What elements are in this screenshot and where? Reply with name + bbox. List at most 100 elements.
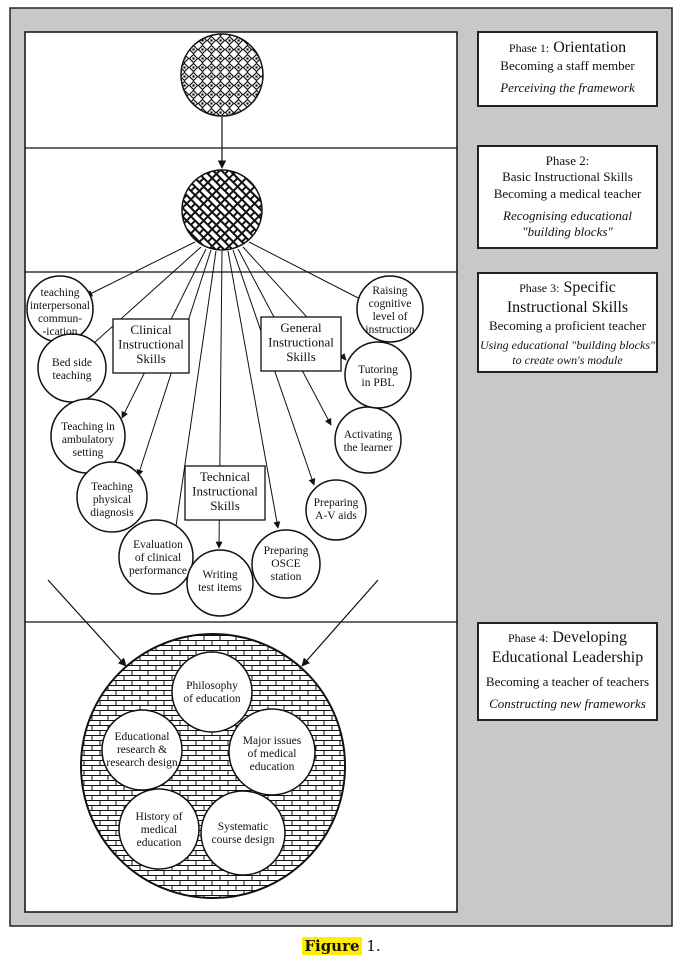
label-line: medical	[141, 824, 177, 836]
phase-2-task: Recognising educational "building blocks…	[503, 207, 632, 239]
general-group-box	[260, 316, 342, 372]
label-line: research &	[117, 744, 167, 756]
phase-3-number: Phase 3:	[519, 281, 560, 295]
label-line: A-V aids	[315, 510, 357, 522]
label-line: performance	[129, 565, 187, 577]
label-line: Teaching in	[61, 421, 115, 433]
label-line: interpersonal	[30, 300, 90, 312]
phase-3-box: Phase 3: Specific Instructional Skills B…	[477, 272, 658, 373]
skill-osce	[251, 529, 321, 599]
phase-3-name: Specific Instructional Skills	[506, 279, 629, 316]
label-line: test items	[198, 582, 242, 594]
topic-issues	[228, 708, 316, 796]
label-line: cognitive	[369, 298, 412, 310]
phase-2-box: Phase 2: Basic Instructional Skills Beco…	[477, 145, 658, 249]
phase-2-name: Basic Instructional Skills	[502, 169, 633, 185]
label-line: -ication	[42, 326, 77, 338]
label-line: Preparing	[264, 545, 309, 557]
phase-1-number: Phase 1:	[508, 41, 550, 55]
phase-1-box: Phase 1: Orientation Becoming a staff me…	[477, 31, 658, 107]
label-line: Major issues	[243, 735, 302, 747]
phase-2-number: Phase 2:	[545, 153, 590, 168]
label-line: Evaluation	[133, 539, 183, 551]
label-line: Instructional	[192, 484, 258, 499]
technical-group-box	[184, 465, 266, 521]
label-line: Bed side	[52, 357, 92, 369]
label-line: Clinical	[130, 322, 172, 337]
topic-research	[101, 709, 183, 791]
label-line: ambulatory	[62, 434, 115, 446]
caption-label: Figure	[302, 937, 362, 955]
label-line: Raising	[372, 285, 407, 297]
label-line: teaching	[53, 370, 92, 382]
label-line: the learner	[344, 442, 393, 454]
label-line: History of	[136, 811, 183, 823]
label-line: in PBL	[362, 377, 395, 389]
label-line: Philosophy	[186, 680, 238, 692]
arrow-left-to-leadership	[47, 579, 127, 667]
label-line: Teaching	[91, 481, 133, 493]
label-line: research design	[106, 757, 177, 769]
label-line: physical	[93, 494, 131, 506]
skill-writing	[186, 549, 254, 617]
label-line: education	[250, 761, 295, 773]
label-line: Instructional	[118, 337, 184, 352]
label-line: of clinical	[135, 552, 181, 564]
topic-course	[200, 790, 286, 876]
label-line: Skills	[136, 351, 166, 366]
label-line: station	[271, 571, 302, 583]
phase-3-subtitle: Becoming a proficient teacher	[488, 318, 646, 333]
phase-4-number: Phase 4:	[508, 631, 549, 645]
label-line: teaching	[41, 287, 80, 299]
skill-cognitive	[356, 275, 424, 343]
skill-av	[305, 479, 367, 541]
skill-evaluation	[118, 519, 194, 595]
phase-1-subtitle: Becoming a staff member	[500, 58, 635, 73]
label-line: Activating	[344, 429, 393, 441]
topic-history	[118, 788, 200, 870]
label-line: commun-	[38, 313, 82, 325]
label-line: Skills	[286, 349, 316, 364]
skill-circles	[26, 275, 424, 617]
label-line: setting	[73, 447, 104, 459]
label-line: course design	[212, 834, 275, 846]
topic-philosophy	[171, 651, 253, 733]
figure-caption: Figure 1.	[0, 937, 683, 955]
label-line: education	[137, 837, 182, 849]
caption-number: 1.	[361, 937, 381, 955]
label-line: Tutoring	[358, 364, 398, 376]
label-line: instruction	[365, 324, 414, 336]
skill-physical	[76, 461, 148, 533]
label-line: Systematic	[218, 821, 268, 833]
skill-pbl	[344, 341, 412, 409]
phase-1-name: Orientation	[553, 39, 627, 56]
clinical-group-box	[112, 318, 190, 374]
label-line: Instructional	[268, 335, 334, 350]
phase-4-name: Developing Educational Leadership	[491, 629, 644, 666]
orientation-circle	[180, 33, 264, 117]
label-line: Writing	[202, 569, 238, 581]
label-line: OSCE	[271, 558, 300, 570]
label-line: Educational	[115, 731, 170, 743]
label-line: Skills	[210, 498, 240, 513]
arrow-right-to-leadership	[301, 579, 379, 667]
phase-2-subtitle: Becoming a medical teacher	[493, 185, 642, 201]
phase-4-subtitle: Becoming a teacher of teachers	[485, 674, 650, 689]
